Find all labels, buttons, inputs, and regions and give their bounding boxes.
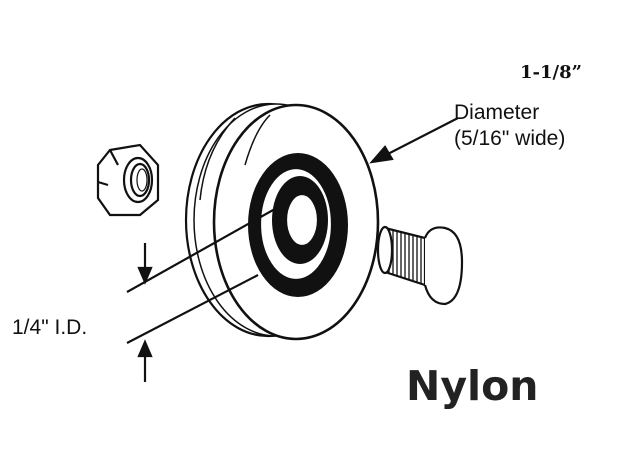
roller-wheel	[184, 102, 380, 341]
axle-bolt	[376, 225, 464, 306]
material-label: Nylon	[406, 362, 539, 410]
outer-size-label: 1-1/8”	[520, 62, 582, 83]
diameter-label: Diameter (5/16" wide)	[454, 100, 565, 152]
width-text: (5/16" wide)	[454, 127, 566, 150]
dimension-lines	[126, 117, 459, 382]
diameter-text: Diameter	[454, 101, 540, 124]
inner-diameter-label: 1/4" I.D.	[12, 316, 88, 339]
hex-nut	[96, 143, 160, 217]
